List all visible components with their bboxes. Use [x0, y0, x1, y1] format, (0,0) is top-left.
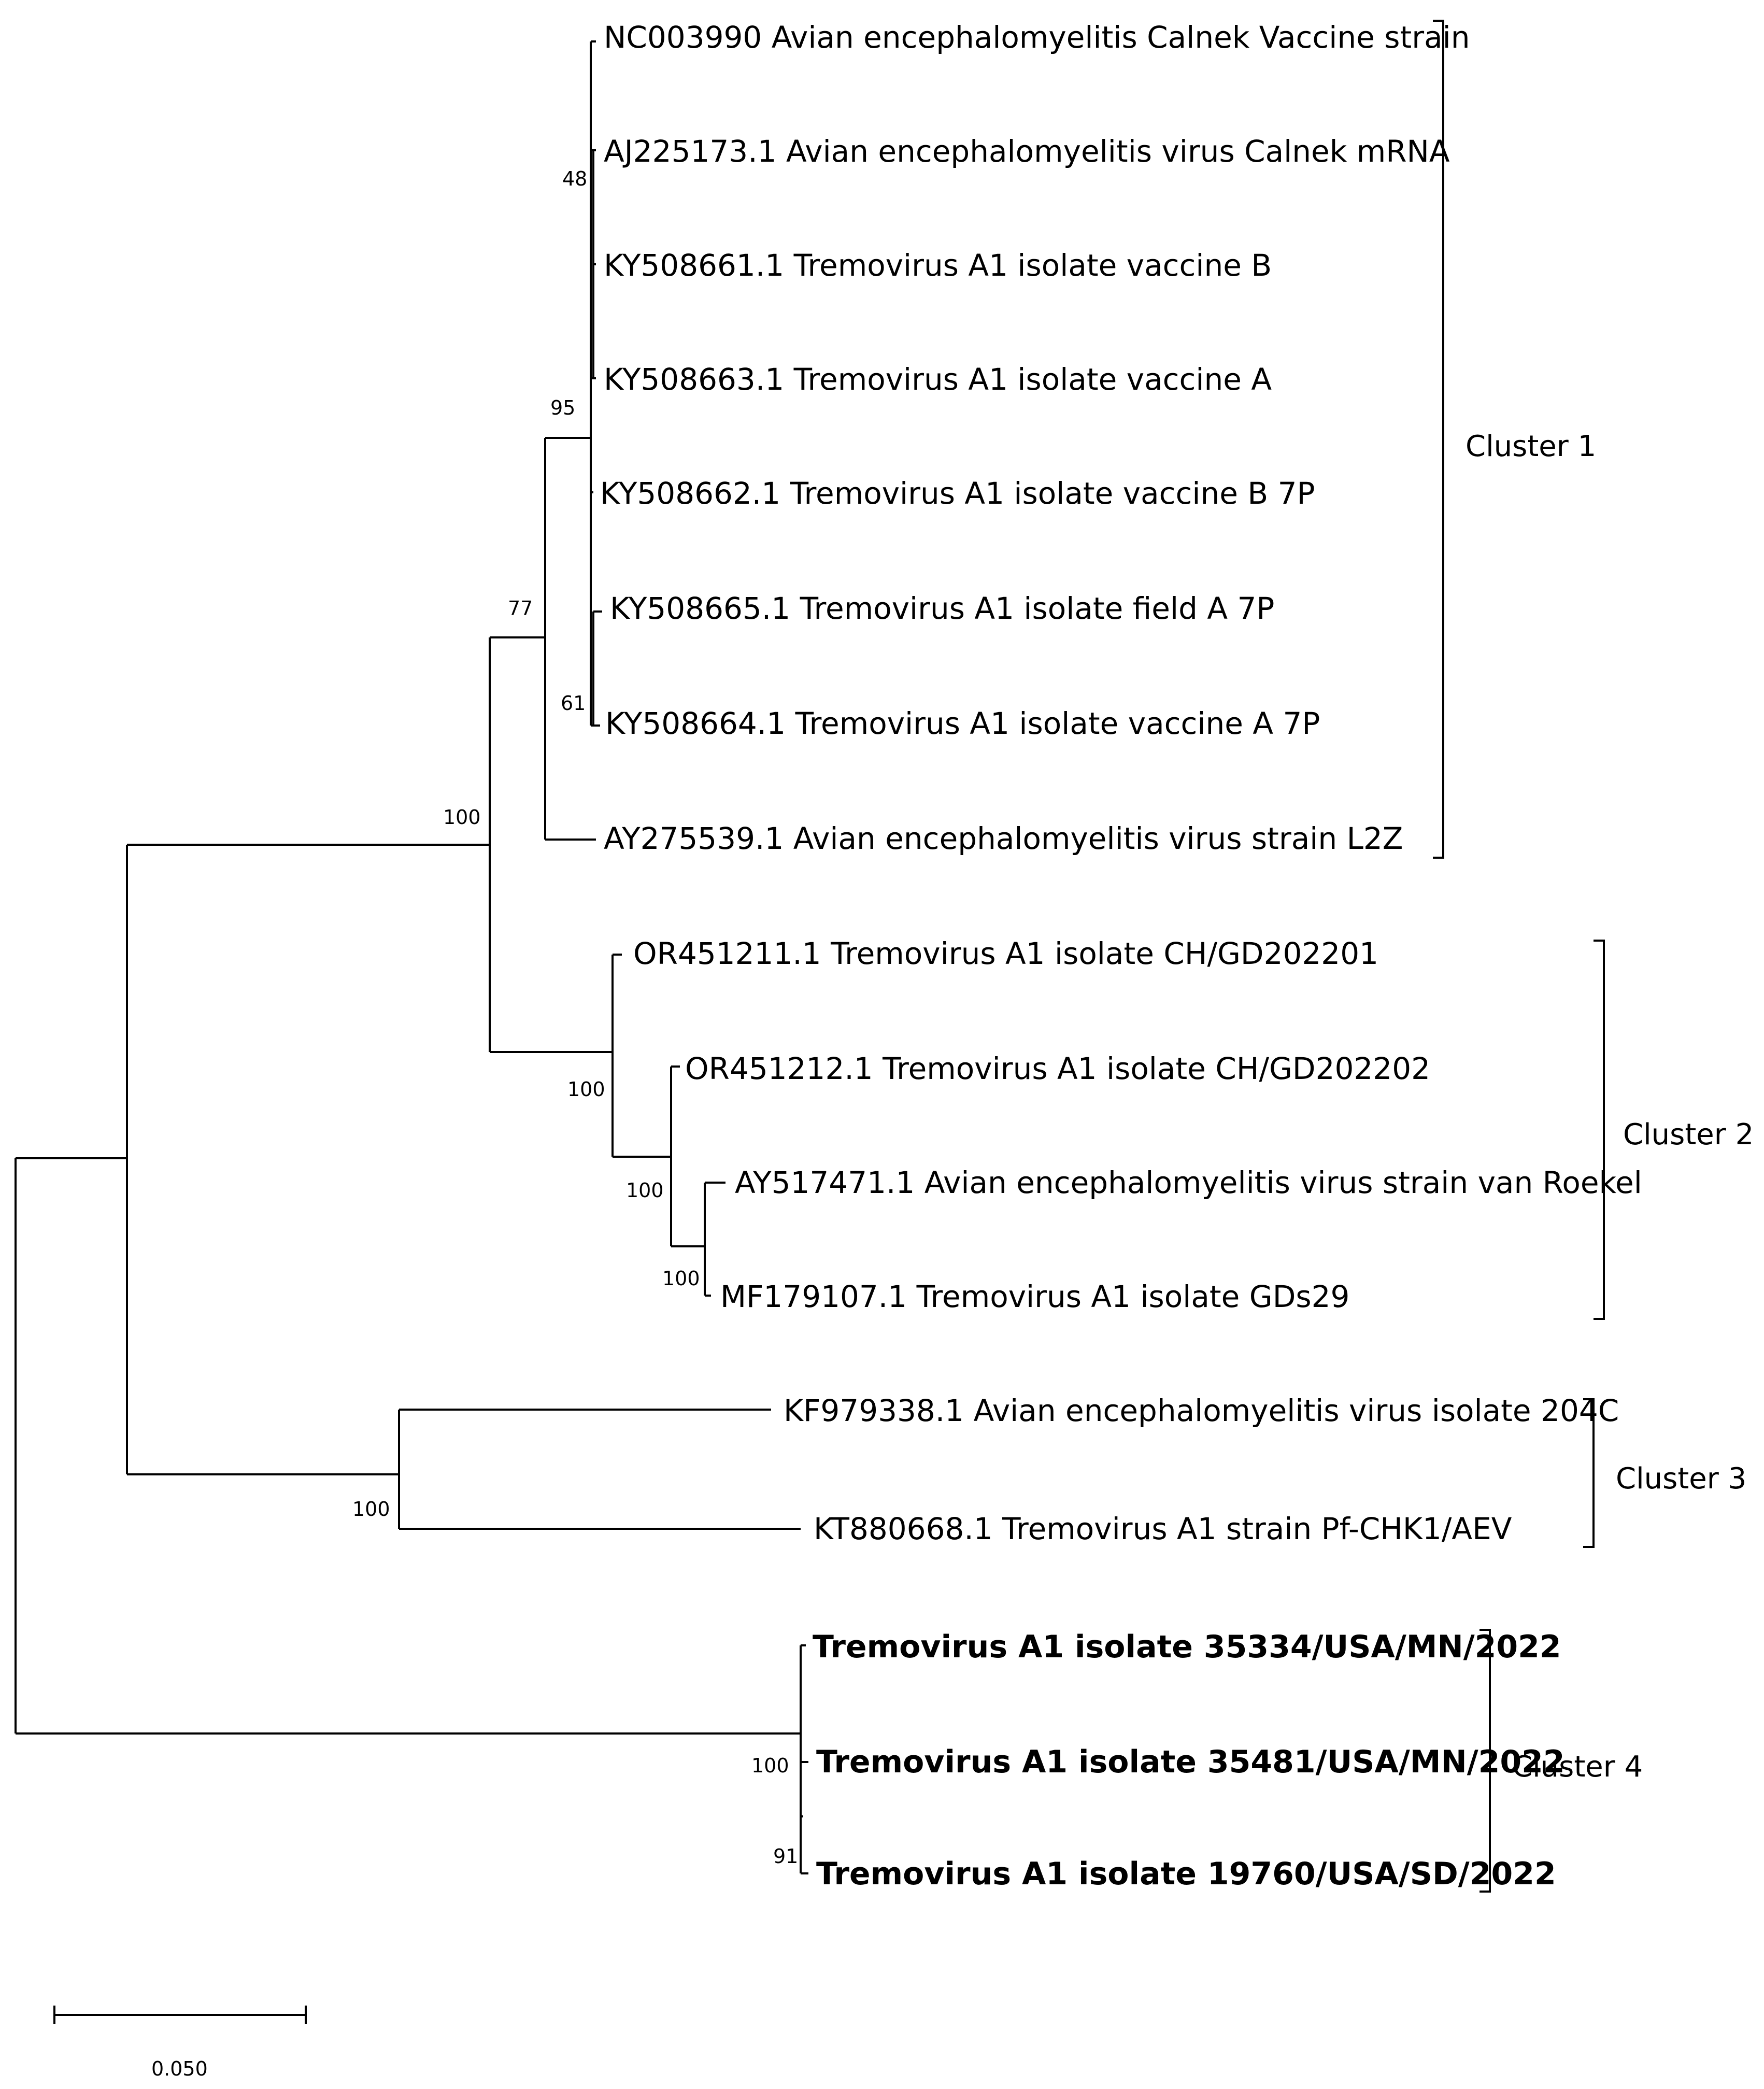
branch-clusters-1-2 [489, 636, 613, 1053]
cluster-label: Cluster 1 [1466, 430, 1596, 463]
branch-clade-main [126, 844, 490, 1475]
taxon-label: NC003990 Avian encephalomyelitis Calnek … [604, 20, 1470, 55]
taxon-label: KT880668.1 Tremovirus A1 strain Pf-CHK1/… [814, 1511, 1512, 1546]
branch-cluster3 [398, 1409, 801, 1530]
cluster-4-bracket [1480, 1629, 1491, 1893]
support-values: 48 95 61 77 100 100 100 100 100 100 91 [352, 167, 798, 1868]
taxon-label: AJ225173.1 Avian encephalomyelitis virus… [604, 134, 1450, 169]
support-value: 100 [626, 1179, 664, 1202]
support-value: 100 [751, 1754, 789, 1777]
support-value: 91 [773, 1845, 798, 1868]
scale-bar-line [53, 2006, 307, 2024]
support-value: 77 [508, 597, 533, 620]
taxon-label-highlighted: Tremovirus A1 isolate 35481/USA/MN/2022 [816, 1744, 1565, 1780]
cluster-labels: Cluster 1 Cluster 2 Cluster 3 Cluster 4 [1466, 430, 1754, 1784]
cluster-2-bracket [1594, 940, 1605, 1320]
support-value: 100 [443, 806, 481, 829]
taxon-label: KY508665.1 Tremovirus A1 isolate field A… [610, 591, 1274, 626]
taxon-label: OR451212.1 Tremovirus A1 isolate CH/GD20… [685, 1051, 1430, 1086]
support-value: 48 [562, 167, 587, 190]
branch-cluster1-node61 [592, 610, 602, 727]
taxon-label: KY508661.1 Tremovirus A1 isolate vaccine… [604, 248, 1272, 283]
taxon-label: AY517471.1 Avian encephalomyelitis virus… [735, 1165, 1642, 1200]
branch-cluster1-node48 [592, 149, 596, 379]
cluster-1-bracket [1433, 20, 1444, 859]
branch-cluster2-node100b [670, 1065, 705, 1247]
taxon-label: KF979338.1 Avian encephalomyelitis virus… [784, 1393, 1619, 1428]
scale-bar: 0.050 [53, 2006, 307, 2080]
branch-cluster2-node100c [704, 1182, 725, 1297]
taxon-labels: NC003990 Avian encephalomyelitis Calnek … [600, 20, 1642, 1892]
cluster-label: Cluster 3 [1616, 1462, 1746, 1496]
support-value: 95 [550, 396, 575, 419]
taxon-label: KY508663.1 Tremovirus A1 isolate vaccine… [604, 362, 1272, 397]
taxon-label: KY508664.1 Tremovirus A1 isolate vaccine… [605, 706, 1320, 741]
support-value: 61 [561, 692, 586, 715]
taxon-label: MF179107.1 Tremovirus A1 isolate GDs29 [720, 1279, 1349, 1314]
support-value: 100 [352, 1498, 390, 1520]
taxon-label: KY508662.1 Tremovirus A1 isolate vaccine… [600, 476, 1315, 511]
tree-branches [15, 40, 808, 1874]
cluster-brackets [1433, 20, 1605, 1893]
cluster-3-bracket [1583, 1398, 1595, 1548]
branch-root [15, 1157, 801, 1735]
branch-cluster4-node91 [800, 1761, 808, 1874]
cluster-label: Cluster 4 [1512, 1750, 1643, 1784]
cluster-label: Cluster 2 [1623, 1118, 1754, 1152]
taxon-label-highlighted: Tremovirus A1 isolate 19760/USA/SD/2022 [816, 1856, 1556, 1892]
taxon-label-highlighted: Tremovirus A1 isolate 35334/USA/MN/2022 [813, 1629, 1561, 1665]
support-value: 100 [662, 1267, 700, 1290]
support-value: 100 [567, 1078, 605, 1101]
taxon-label: OR451211.1 Tremovirus A1 isolate CH/GD20… [633, 936, 1378, 971]
branch-cluster2-node100a [611, 954, 671, 1158]
taxon-label: AY275539.1 Avian encephalomyelitis virus… [604, 821, 1403, 856]
branch-cluster1-node77 [544, 437, 596, 841]
scale-bar-label: 0.050 [151, 2057, 208, 2080]
